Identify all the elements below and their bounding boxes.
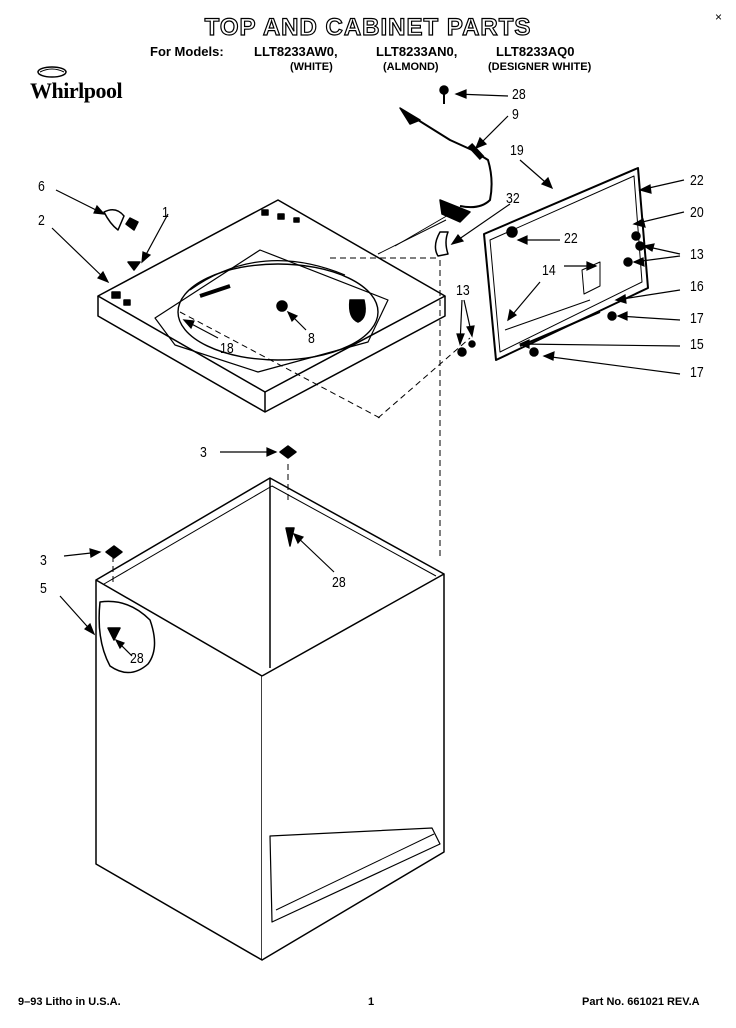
callout-1-nut: 1 <box>162 204 169 221</box>
callout-32-strike: 32 <box>506 190 520 207</box>
callout-14-hinge: 14 <box>542 262 556 279</box>
wire-harness <box>377 85 493 255</box>
page-number: 1 <box>368 996 375 1008</box>
close-icon[interactable]: × <box>714 10 722 24</box>
callout-15-rod: 15 <box>690 336 704 353</box>
callout-20-hinge: 20 <box>690 204 704 221</box>
callout-6-clip: 6 <box>38 178 45 195</box>
callout-17-bushing-upper: 17 <box>690 310 704 327</box>
callout-28-screw-corner: 28 <box>130 650 144 667</box>
part-number: Part No. 661021 REV.A <box>582 996 700 1008</box>
callout-2-top: 2 <box>38 212 45 229</box>
brand-name: Whirlpool <box>30 78 123 103</box>
callout-19-lid: 19 <box>510 142 524 159</box>
litho-note: 9–93 Litho in U.S.A. <box>18 996 121 1008</box>
callout-9-harness: 9 <box>512 106 519 123</box>
color-designer-white: (DESIGNER WHITE) <box>488 61 592 73</box>
callout-8-screw: 8 <box>308 330 315 347</box>
model-designer-white: LLT8233AQ0 <box>496 44 575 59</box>
color-white: (WHITE) <box>290 61 333 73</box>
color-almond: (ALMOND) <box>383 61 439 73</box>
callout-22-bumper-inner: 22 <box>564 230 578 247</box>
callout-3-clip-rear: 3 <box>200 444 207 461</box>
callout-17-bushing-lower: 17 <box>690 364 704 381</box>
callout-3-clip-front: 3 <box>40 552 47 569</box>
callout-16-bar: 16 <box>690 278 704 295</box>
models-prefix: For Models: <box>150 44 224 59</box>
callout-22-bumper: 22 <box>690 172 704 189</box>
callout-28-screw-cabinet: 28 <box>332 574 346 591</box>
callout-13-screw-left: 13 <box>456 282 470 299</box>
washer-top-panel <box>97 199 446 413</box>
callout-13-screw-right: 13 <box>690 246 704 263</box>
model-almond: LLT8233AN0, <box>376 44 458 59</box>
callout-5-cabinet: 5 <box>40 580 47 597</box>
callout-18-pad: 18 <box>220 340 234 357</box>
cabinet <box>95 445 445 961</box>
page-title: TOP AND CABINET PARTS <box>204 13 532 41</box>
callout-28-screw: 28 <box>512 86 526 103</box>
whirlpool-logo: Whirlpool <box>30 64 148 104</box>
model-white: LLT8233AW0, <box>254 44 338 59</box>
